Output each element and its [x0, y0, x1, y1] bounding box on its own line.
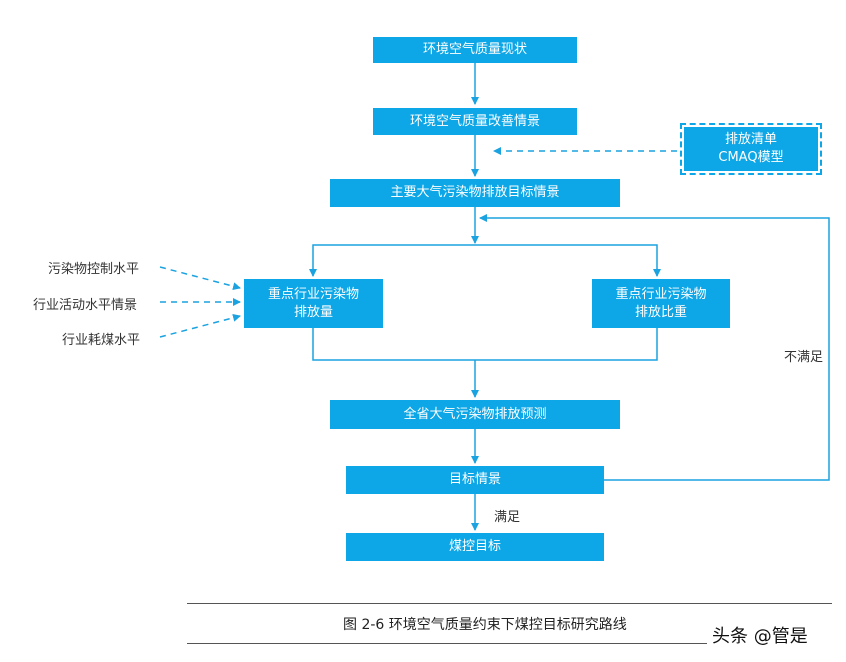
branch-left: [309, 244, 475, 277]
node-air-quality-status: 环境空气质量现状: [373, 37, 577, 63]
node-coal-control-target: 煤控目标: [346, 533, 604, 561]
caption-bottom-rule: [187, 643, 707, 644]
node-province-forecast: 全省大气污染物排放预测: [330, 400, 620, 429]
node-major-pollutant-target: 主要大气污染物排放目标情景: [330, 179, 620, 207]
branch-right: [475, 244, 661, 277]
node-label: 全省大气污染物排放预测: [403, 406, 547, 422]
dashed-pollution-arrow: [159, 266, 241, 291]
node-label-line1: 重点行业污染物: [615, 286, 707, 302]
node-label: 环境空气质量改善情景: [409, 113, 540, 129]
input-industry-activity: 行业活动水平情景: [33, 298, 138, 313]
dashed-coal-arrow: [159, 313, 241, 338]
merge-lines: [312, 328, 658, 361]
node-emission-inventory: 排放清单 CMAQ模型: [680, 123, 822, 175]
node-label: 主要大气污染物排放目标情景: [390, 185, 560, 200]
node-air-quality-improvement: 环境空气质量改善情景: [373, 108, 577, 135]
node-label-line2: 排放比重: [634, 304, 687, 320]
watermark: 头条 @管是: [712, 626, 808, 647]
label-satisfied: 满足: [494, 510, 521, 525]
node-key-industry-volume: 重点行业污染物 排放量: [244, 279, 383, 328]
node-key-industry-share: 重点行业污染物 排放比重: [592, 279, 730, 328]
figure-caption: 图 2-6 环境空气质量约束下煤控目标研究路线: [343, 617, 627, 633]
node-label: 目标情景: [448, 472, 501, 487]
node-label-line2: CMAQ模型: [718, 150, 784, 165]
node-label-line2: 排放量: [293, 304, 333, 320]
node-label-line1: 排放清单: [724, 132, 777, 147]
node-label-line1: 重点行业污染物: [267, 286, 359, 302]
input-industry-coal: 行业耗煤水平: [62, 333, 141, 348]
label-not-satisfied: 不满足: [784, 350, 824, 365]
feedback-loop: [479, 214, 830, 481]
node-label: 煤控目标: [448, 539, 501, 554]
node-target-scenario: 目标情景: [346, 466, 604, 494]
input-pollution-control: 污染物控制水平: [48, 262, 140, 277]
caption-top-rule: [187, 603, 832, 604]
node-label: 环境空气质量现状: [422, 42, 527, 57]
